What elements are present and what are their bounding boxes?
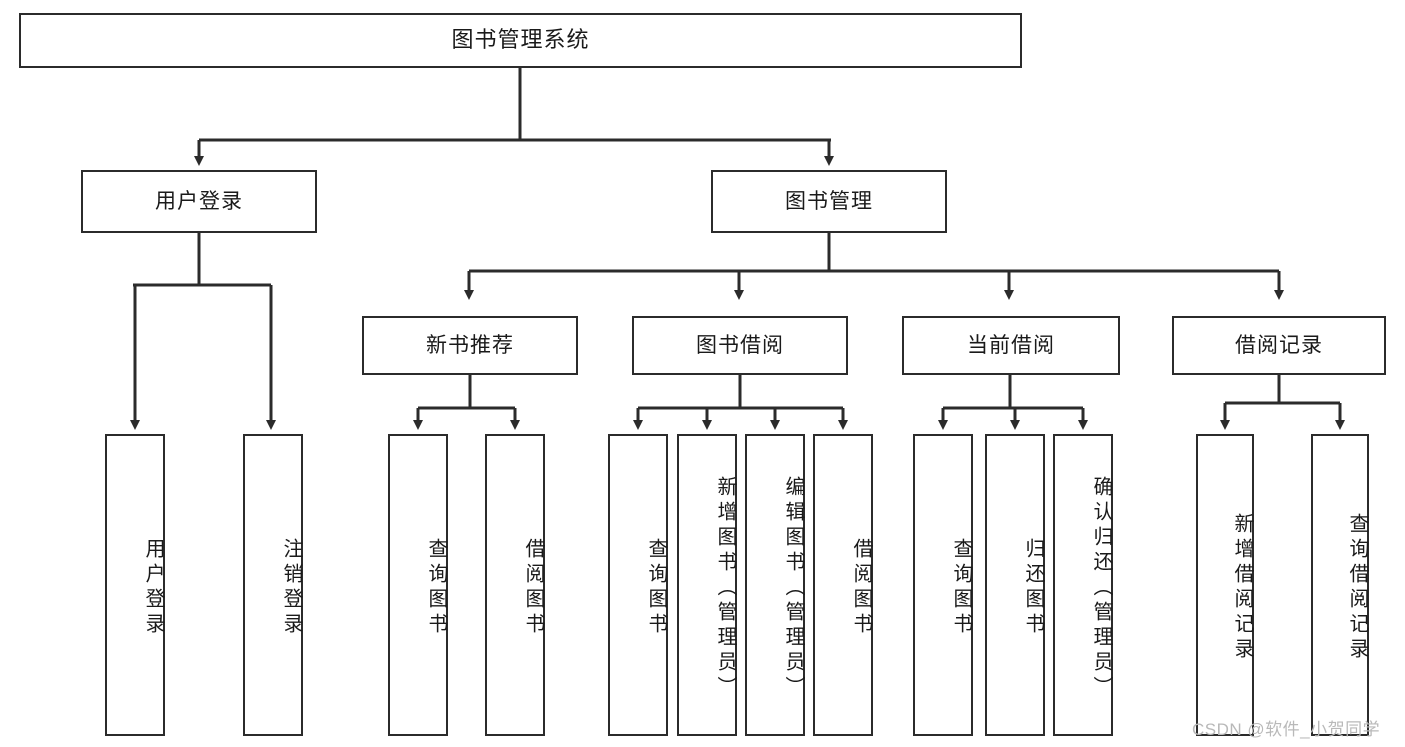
node-leaf-user-login[interactable]: 用户登录 [105,434,165,736]
node-leaf-logout[interactable]: 注销登录 [243,434,303,736]
node-leaf-borrow-book-label: 借阅图书 [850,538,872,638]
node-leaf-return-book[interactable]: 归还图书 [985,434,1045,736]
node-book-borrow-label: 图书借阅 [696,333,784,357]
node-leaf-borrow-book-recommend[interactable]: 借阅图书 [485,434,545,736]
node-leaf-logout-label: 注销登录 [280,538,302,638]
node-leaf-query-book-borrow[interactable]: 查询图书 [608,434,668,736]
node-leaf-edit-book[interactable]: 编辑图书（管理员） [745,434,805,736]
node-root[interactable]: 图书管理系统 [19,13,1022,68]
node-leaf-query-book-borrow-label: 查询图书 [645,538,667,638]
node-leaf-add-borrow-record-label: 新增借阅记录 [1231,513,1253,663]
csdn-watermark: CSDN @软件_小贺同学 [1192,720,1381,739]
node-book-borrow[interactable]: 图书借阅 [632,316,848,375]
node-borrow-record[interactable]: 借阅记录 [1172,316,1386,375]
node-leaf-confirm-return-label: 确认归还（管理员） [1090,475,1112,701]
node-leaf-return-book-label: 归还图书 [1022,538,1044,638]
node-leaf-query-book-current-label: 查询图书 [950,538,972,638]
node-book-manage[interactable]: 图书管理 [711,170,947,233]
node-current-borrow-label: 当前借阅 [967,333,1055,357]
node-leaf-add-book-label: 新增图书（管理员） [714,475,736,701]
node-leaf-add-book[interactable]: 新增图书（管理员） [677,434,737,736]
node-new-book-recommend-label: 新书推荐 [426,333,514,357]
node-leaf-confirm-return[interactable]: 确认归还（管理员） [1053,434,1113,736]
node-leaf-borrow-book[interactable]: 借阅图书 [813,434,873,736]
node-leaf-edit-book-label: 编辑图书（管理员） [782,475,804,701]
node-leaf-query-book-recommend[interactable]: 查询图书 [388,434,448,736]
node-leaf-query-book-current[interactable]: 查询图书 [913,434,973,736]
node-leaf-query-book-recommend-label: 查询图书 [425,538,447,638]
node-user-login[interactable]: 用户登录 [81,170,317,233]
node-leaf-query-borrow-record[interactable]: 查询借阅记录 [1311,434,1369,736]
node-root-label: 图书管理系统 [451,27,590,53]
node-leaf-add-borrow-record[interactable]: 新增借阅记录 [1196,434,1254,736]
node-new-book-recommend[interactable]: 新书推荐 [362,316,578,375]
node-leaf-query-borrow-record-label: 查询借阅记录 [1346,513,1368,663]
node-borrow-record-label: 借阅记录 [1235,333,1323,357]
node-leaf-borrow-book-recommend-label: 借阅图书 [522,538,544,638]
node-current-borrow[interactable]: 当前借阅 [902,316,1120,375]
node-user-login-label: 用户登录 [155,189,243,213]
node-book-manage-label: 图书管理 [785,189,873,213]
node-leaf-user-login-label: 用户登录 [142,538,164,638]
